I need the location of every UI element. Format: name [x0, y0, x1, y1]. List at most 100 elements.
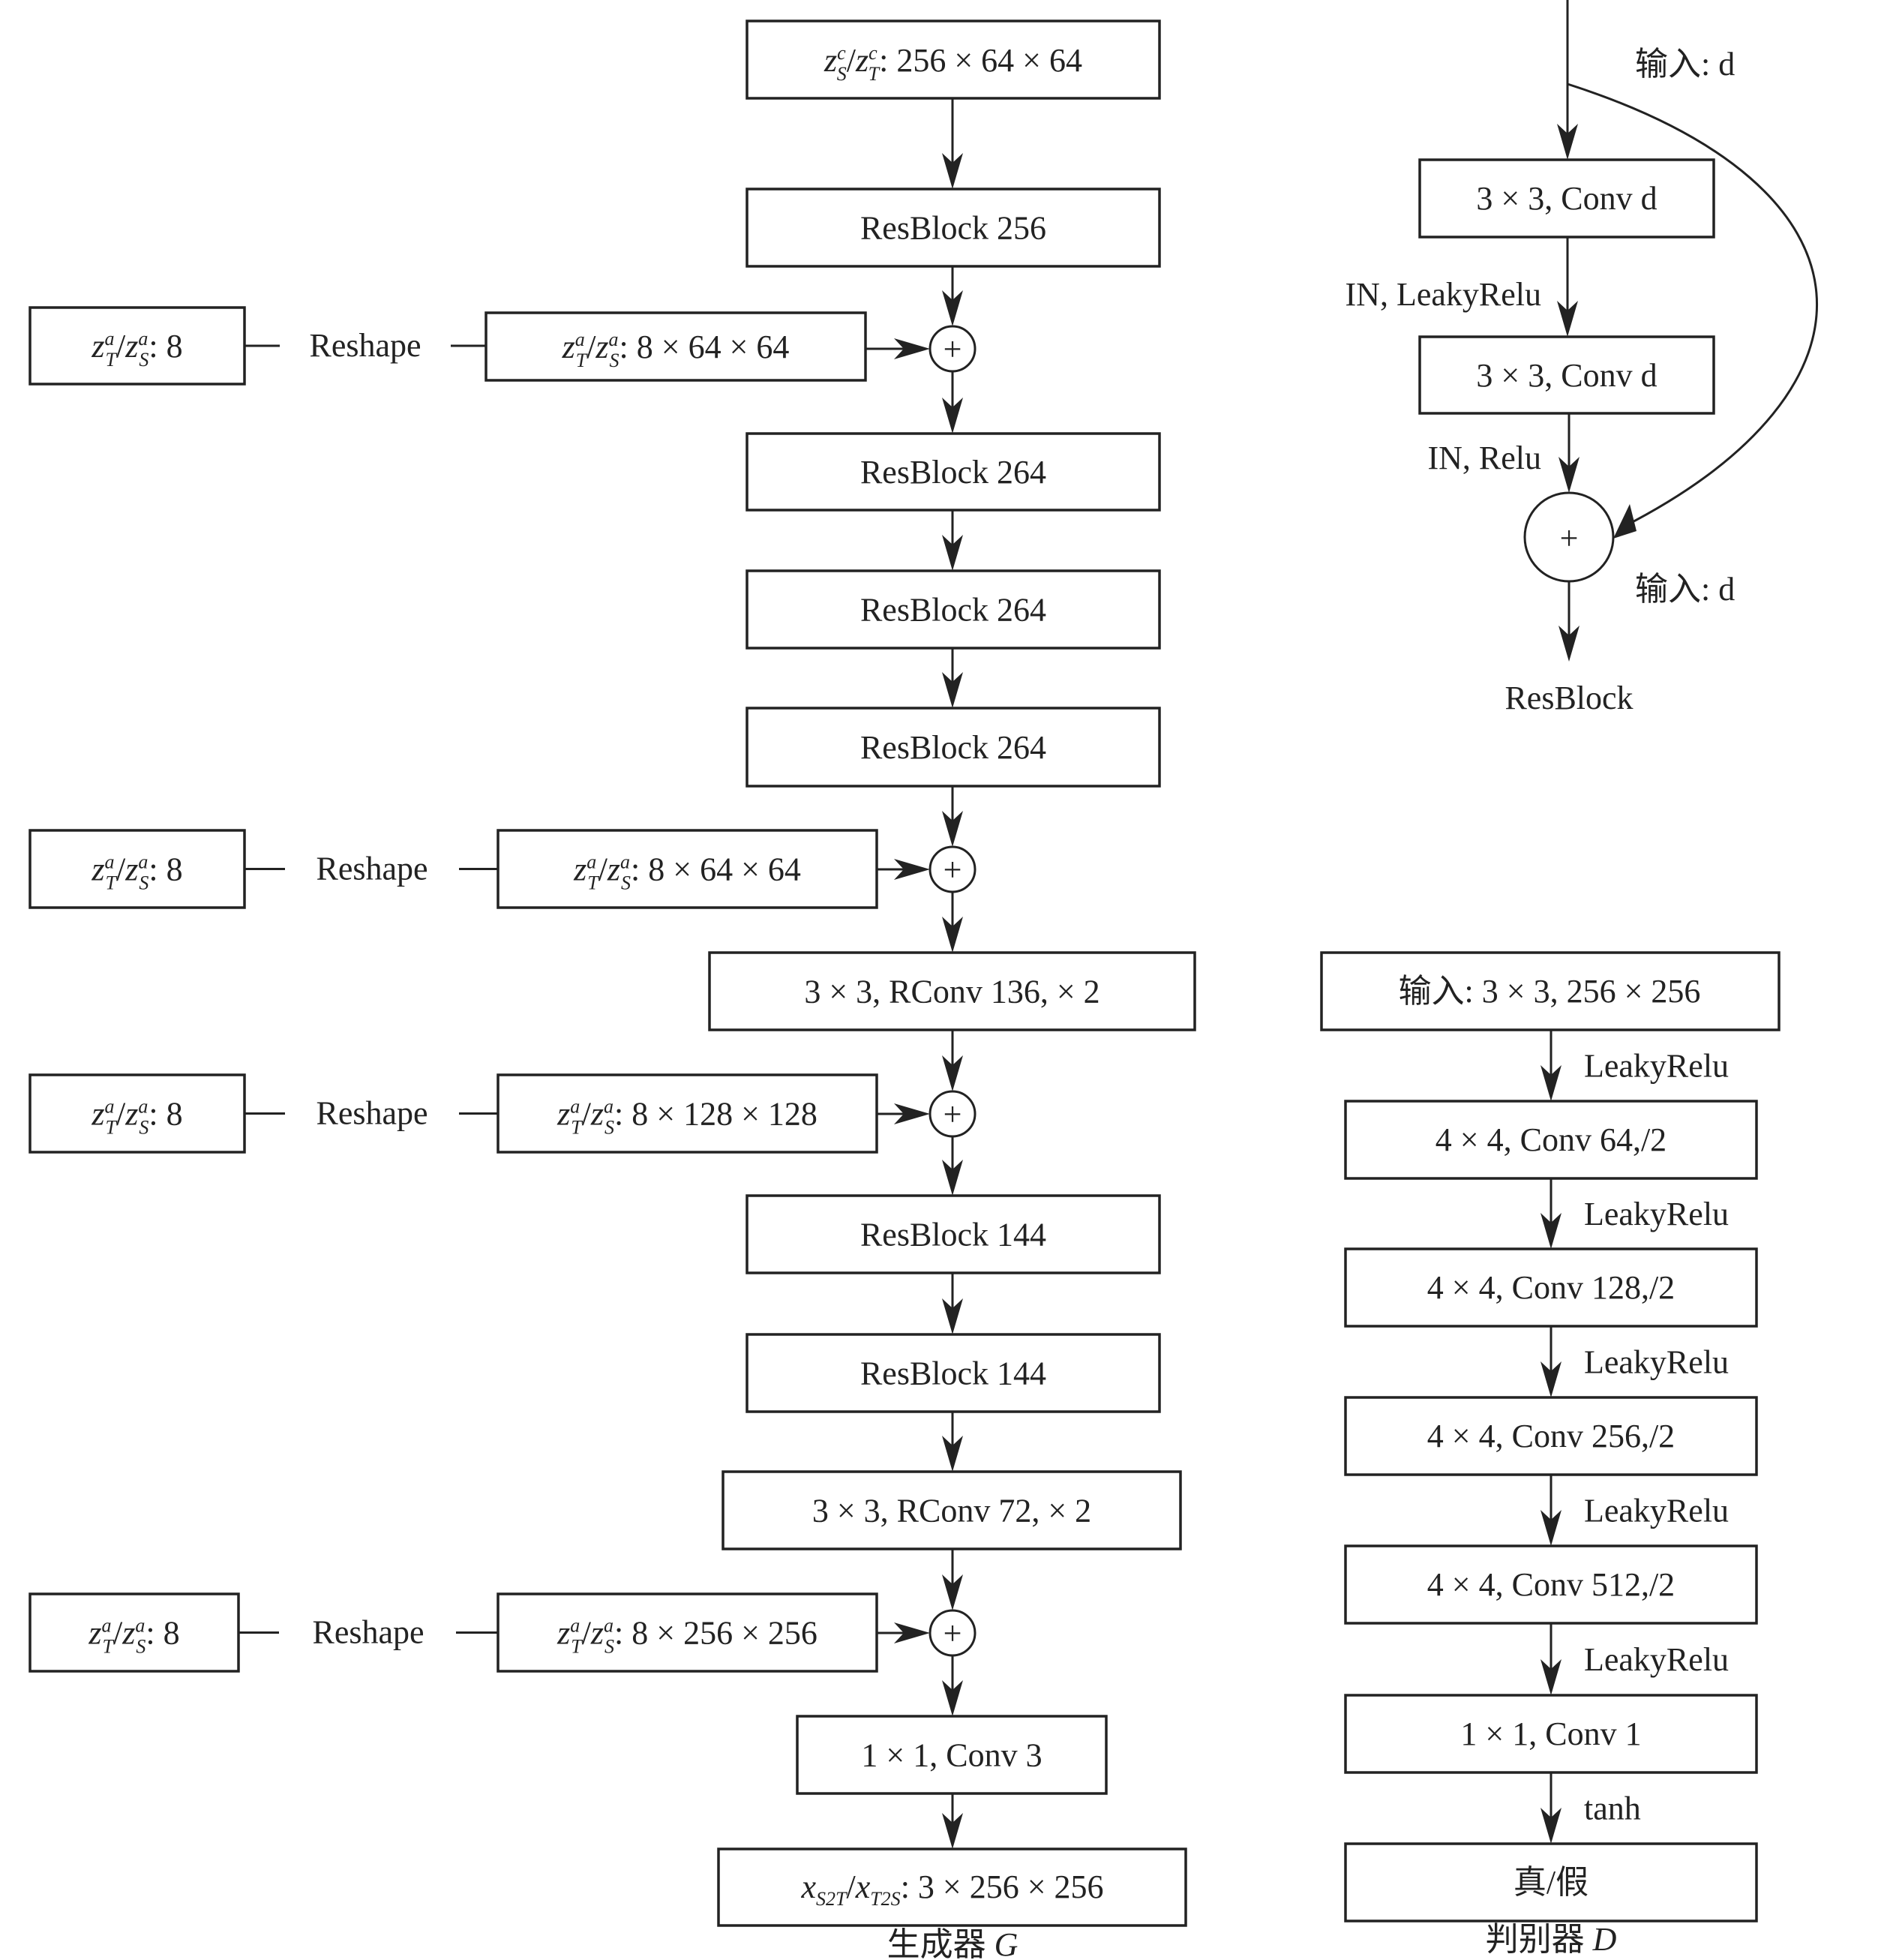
discriminator-input-box: [1320, 951, 1780, 1031]
resblock-conv2-text: 3 × 3, Conv d: [1476, 357, 1657, 394]
discriminator-block: [1344, 1842, 1758, 1922]
arrow-head: [1540, 1065, 1562, 1101]
generator-output-text: : 3 × 256 × 256: [901, 1868, 1104, 1905]
add-symbol: +: [1560, 520, 1579, 557]
generator-block-text: 3 × 3, RConv 136, × 2: [804, 974, 1100, 1010]
add-symbol: +: [944, 1096, 962, 1133]
arrow-head: [1613, 504, 1636, 539]
activation-label: LeakyRelu: [1584, 1493, 1729, 1529]
arrow-head: [942, 917, 963, 953]
discriminator-block: [1344, 1694, 1758, 1774]
activation-label: LeakyRelu: [1584, 1641, 1729, 1678]
discriminator-block-text: 1 × 1, Conv 1: [1460, 1715, 1641, 1752]
discriminator-block: [1344, 1396, 1758, 1476]
arrow-head: [942, 1574, 963, 1610]
generator-block-text: 1 × 1, Conv 3: [861, 1737, 1042, 1774]
generator-block: 3 × 3, RConv 72, × 2: [722, 1470, 1182, 1550]
add-symbol: +: [944, 331, 962, 368]
discriminator-layer: LeakyRelu 1 × 1, Conv 1: [1344, 1623, 1758, 1774]
discriminator-block-text: 真/假: [1514, 1864, 1588, 1901]
resblock-conv1-text: 3 × 3, Conv d: [1476, 180, 1657, 217]
skip-connection: [1567, 83, 1819, 528]
attribute-target-box: [484, 311, 867, 382]
arrow-head: [942, 811, 963, 847]
generator-block: ResBlock 264: [746, 707, 1161, 788]
discriminator-layer: LeakyRelu 4 × 4, Conv 64,/2: [1344, 1030, 1758, 1180]
svg-text:xS2T/xT2S: 3 × 256 × 256: xS2T/xT2S: 3 × 256 × 256: [800, 1868, 1103, 1910]
attribute-source-box: [28, 1073, 246, 1154]
arrow-head: [1557, 124, 1578, 160]
generator-block-text: ResBlock 264: [860, 729, 1046, 766]
resblock-conv2-box: [1418, 335, 1715, 415]
arrow-head: [1558, 457, 1580, 493]
generator-block: 1 × 1, Conv 3: [796, 1715, 1108, 1795]
reshape-label: Reshape: [309, 327, 421, 364]
attribute-target-box: [496, 1073, 878, 1154]
arrow-head: [942, 1160, 963, 1196]
resblock-skip-label: 输入: d: [1635, 571, 1735, 608]
arrow-head: [942, 672, 963, 708]
resblock-output-label: ResBlock: [1504, 680, 1633, 716]
discriminator-block-text: 4 × 4, Conv 64,/2: [1436, 1121, 1666, 1158]
discriminator-input-text: 输入: 3 × 3, 256 × 256: [1399, 973, 1701, 1010]
generator-block: ResBlock 144: [746, 1333, 1161, 1413]
generator-block: ResBlock 264: [746, 569, 1161, 650]
generator-block-text: ResBlock 144: [860, 1355, 1046, 1392]
activation-label: LeakyRelu: [1584, 1196, 1729, 1232]
resblock-detail: 输入: d 3 × 3, Conv d IN, LeakyRelu 3 × 3,…: [1346, 0, 1819, 716]
reshape-label: Reshape: [316, 851, 428, 887]
arrow-head: [942, 1298, 963, 1334]
discriminator-layer: LeakyRelu 4 × 4, Conv 512,/2: [1344, 1475, 1758, 1625]
generator-output-box: xS2T/xT2S: 3 × 256 × 256: [717, 1847, 1187, 1927]
discriminator-block: [1344, 1247, 1758, 1328]
generator-block-text: ResBlock 144: [860, 1217, 1046, 1253]
reshape-label: Reshape: [316, 1095, 428, 1132]
discriminator-layer: LeakyRelu 4 × 4, Conv 128,/2: [1344, 1178, 1758, 1328]
arrow-head: [1557, 301, 1578, 337]
discriminator-caption: 判别器 D: [1486, 1921, 1617, 1958]
generator-block: ResBlock 144: [746, 1194, 1161, 1274]
generator-block: 3 × 3, RConv 136, × 2: [708, 951, 1196, 1031]
discriminator-block-text: 4 × 4, Conv 512,/2: [1427, 1566, 1675, 1603]
resblock-act1-label: IN, LeakyRelu: [1346, 276, 1541, 313]
reshape-label: Reshape: [312, 1614, 424, 1651]
attribute-source-box: [28, 829, 246, 909]
generator-block-text: ResBlock 264: [860, 592, 1046, 629]
generator-input-text: : 256 × 64 × 64: [879, 42, 1082, 79]
resblock-input-label: 输入: d: [1635, 46, 1735, 83]
arrow-head: [894, 1103, 930, 1124]
arrow-head: [942, 1680, 963, 1716]
generator-caption: 生成器 G: [887, 1926, 1018, 1960]
arrow-head: [1540, 1510, 1562, 1546]
activation-label: LeakyRelu: [1584, 1048, 1729, 1085]
attribute-target-box: [496, 1592, 878, 1673]
arrow-head: [942, 398, 963, 434]
arrow-head: [1540, 1361, 1562, 1397]
arrow-head: [942, 1436, 963, 1472]
discriminator-block-text: 4 × 4, Conv 128,/2: [1427, 1269, 1675, 1306]
arrow-head: [894, 859, 930, 880]
arrow-head: [1540, 1213, 1562, 1249]
add-symbol: +: [944, 1615, 962, 1652]
arrow-head: [942, 535, 963, 571]
generator-block-text: 3 × 3, RConv 72, × 2: [812, 1493, 1091, 1529]
arrow-head: [942, 290, 963, 326]
arrow-head: [942, 153, 963, 189]
discriminator-layer: tanh 真/假: [1344, 1772, 1758, 1922]
generator-block-text: ResBlock 264: [860, 454, 1046, 491]
resblock-act2-label: IN, Relu: [1427, 440, 1541, 476]
activation-label: tanh: [1584, 1790, 1641, 1827]
